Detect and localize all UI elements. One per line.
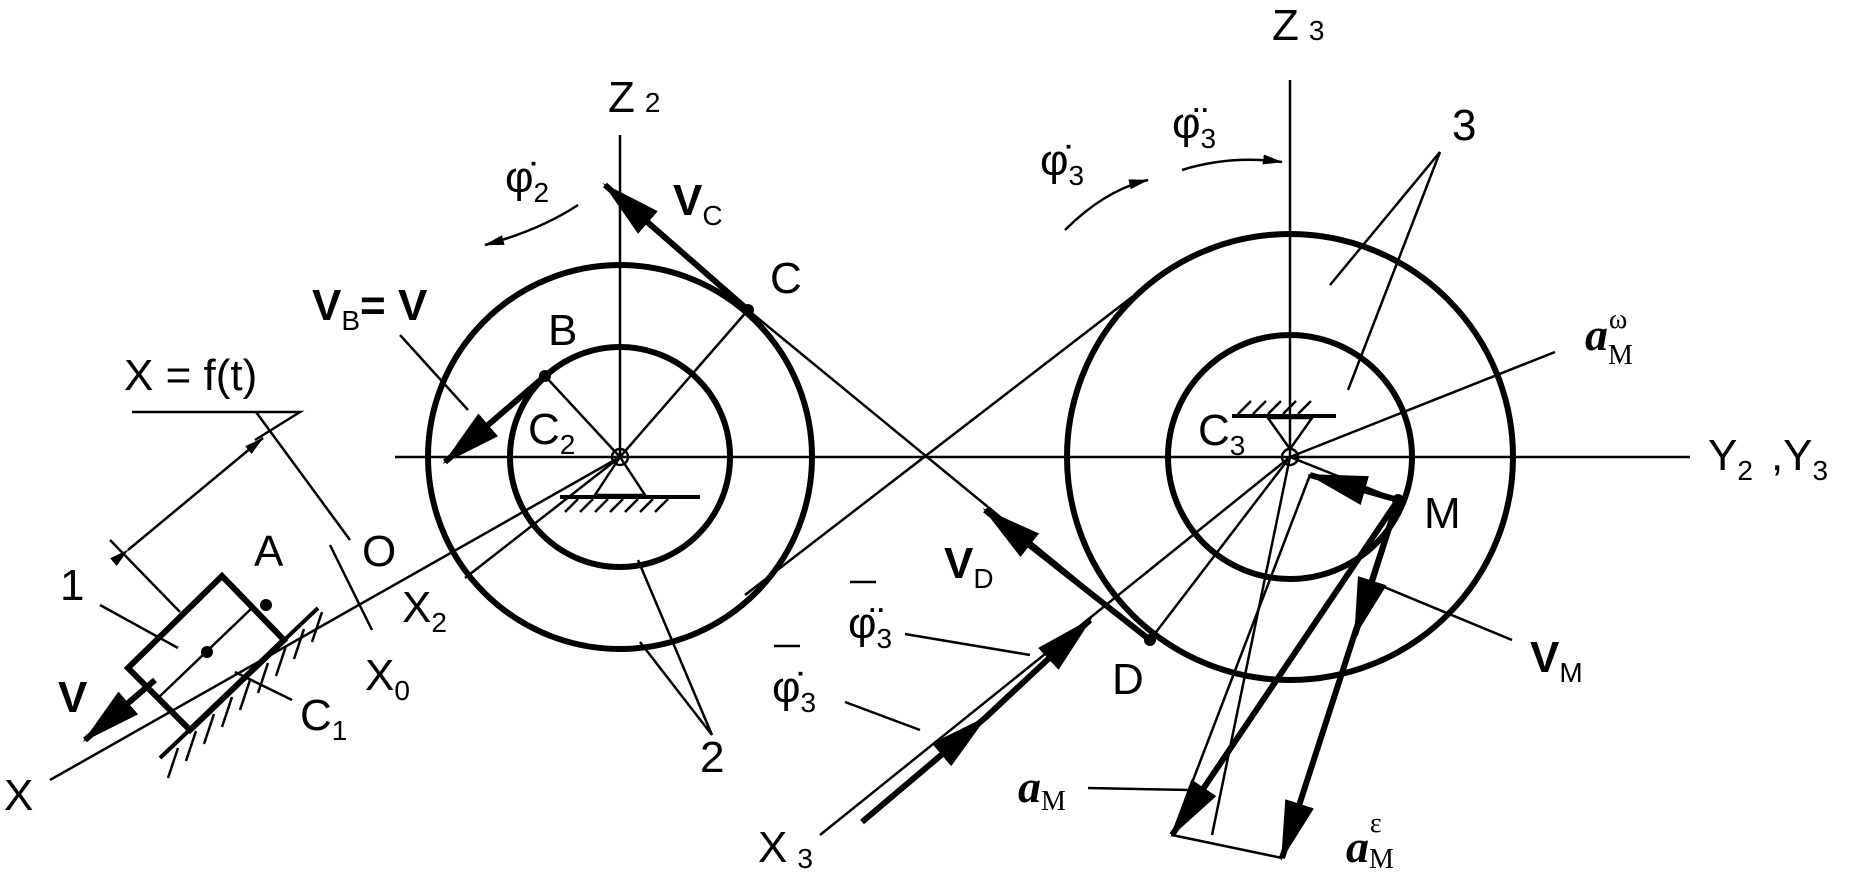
label-phi2-dot: φ̇2 [505,153,549,208]
leader-3a [1329,151,1441,286]
vector-vb [442,373,547,465]
rotation-arc-phi3-dot [1064,178,1149,231]
leader-vm [1371,580,1513,642]
vector-phi3-dot [860,715,988,825]
radius-c [619,309,749,458]
vector-vd [982,507,1152,643]
vector-phi3-ddot [982,617,1093,721]
point-a-dot [260,599,272,611]
label-vm: VM [1530,633,1583,688]
label-o: O [362,527,396,576]
label-c: C [770,254,802,303]
label-a: A [254,527,284,576]
vector-am [1169,498,1401,838]
rotation-arc-phi2 [484,203,579,247]
label-phi3-dot-vec: φ̇3 [772,663,816,718]
leader-x0 [328,544,374,631]
label-phi3-ddot-vec: φ̈3 [848,599,892,654]
label-x: X [4,771,33,820]
label-c1: C1 [300,691,347,746]
point-c1-dot [201,646,213,658]
vector-vc [602,182,750,313]
slider-1 [123,571,324,779]
wheel-2-outer [425,262,815,652]
belt-segment-2 [744,296,1133,596]
label-phi3-dot: φ̇3 [1040,136,1084,191]
label-v: V [58,673,88,722]
dimension-x [109,410,352,613]
vector-am-omega [1307,472,1399,506]
label-am-eps: aMε [1346,808,1394,875]
label-vc: VC [673,176,723,231]
leader-2a [639,641,713,736]
label-3: 3 [1452,101,1476,150]
x2-axis-line [464,456,621,579]
wheel-3-outer [1064,231,1516,683]
label-c2: C2 [528,405,575,460]
point-b-dot [539,370,551,382]
leader-vb [399,334,469,411]
label-x-eq: X = f(t) [124,351,257,400]
label-am: aM [1018,761,1066,817]
wheel-2-inner [507,344,733,570]
radius-b [544,375,621,458]
label-1: 1 [60,561,84,610]
label-am-omega: aMω [1585,304,1633,371]
hub-2 [610,447,630,467]
leader-c1 [234,670,293,702]
support-3 [1232,400,1336,452]
leader-2b [636,559,714,736]
wheel-3-inner [1165,332,1415,582]
vector-am-eps [1279,499,1401,861]
rotation-arc-phi3-ddot [1181,154,1283,172]
parallelogram-3 [1210,456,1292,836]
leader-3b [1346,151,1442,391]
label-d: D [1112,655,1144,704]
label-c3: C3 [1198,406,1245,461]
point-c-dot [742,304,754,316]
radius-d [1149,456,1291,641]
label-phi3-ddot: φ̈3 [1172,99,1216,154]
m-axis-line [1289,350,1556,459]
label-vb: VB= V [312,281,428,336]
leader-phi3-ddot [904,632,1031,657]
parallelogram-2 [1171,833,1283,860]
leader-phi3-dot [844,700,921,732]
label-b: B [548,306,577,355]
parallelogram-1 [1170,474,1312,836]
label-vd: VD [944,539,994,594]
point-d-dot [1144,634,1156,646]
label-m: M [1424,489,1461,538]
leader-am [1087,786,1191,792]
label-x0: X0 [365,651,410,706]
label-2: 2 [700,733,724,782]
support-2 [560,454,700,513]
label-y2y3: Y2,Y3 [1708,431,1828,486]
vector-v [82,677,157,743]
leader-1 [99,603,179,650]
label-x2: X2 [402,583,447,638]
